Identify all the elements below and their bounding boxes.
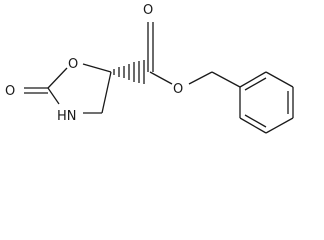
bond-o-ch2 <box>188 71 213 85</box>
bond-c5-c4 <box>101 71 112 114</box>
bond-c2-o1 <box>47 67 68 89</box>
chemical-structure: O O HN O O <box>5 3 294 134</box>
atom-ring-nitrogen: HN <box>57 109 77 124</box>
atom-ester-oxygen: O <box>173 82 183 97</box>
bond-ch2-phenyl <box>211 71 241 88</box>
ester-group <box>147 22 241 88</box>
atom-ring-oxygen: O <box>68 57 78 72</box>
phenyl-ring <box>239 71 294 134</box>
bond-o1-c5 <box>82 63 112 73</box>
atom-ester-carbonyl-oxygen: O <box>143 3 153 18</box>
bond-ester-c-o <box>149 71 173 85</box>
stereo-hashed-wedge <box>113 60 145 84</box>
atom-carbonyl-oxygen-ring: O <box>5 84 15 99</box>
oxazolidinone-ring <box>24 63 112 114</box>
bond-n3-c2 <box>47 87 60 105</box>
